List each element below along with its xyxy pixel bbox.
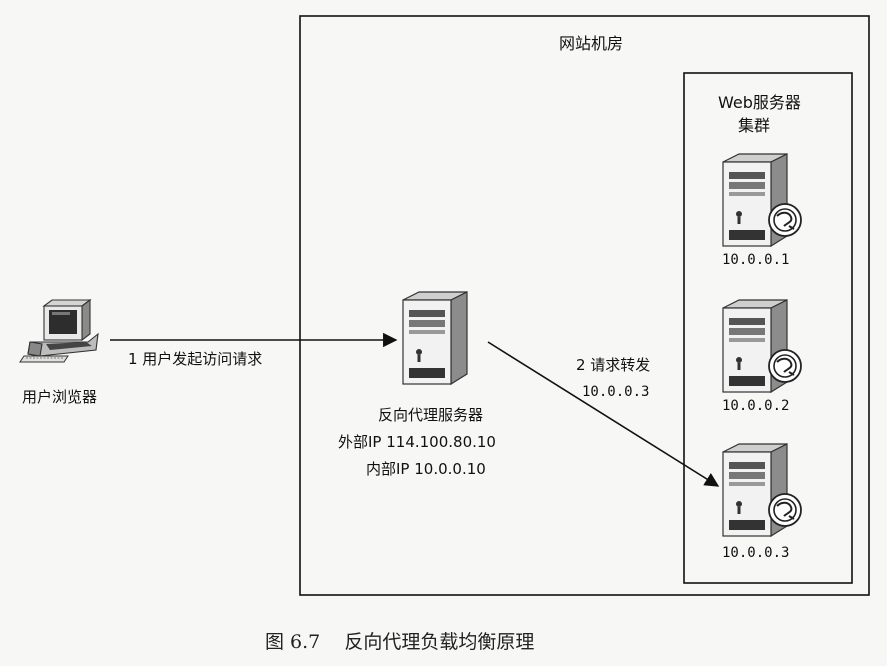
forward-label-line1: 2 请求转发 — [576, 356, 650, 374]
forward-arrow — [487, 341, 720, 487]
datacenter-boundary — [299, 15, 870, 596]
server-icon — [402, 291, 468, 385]
request-label: 1 用户发起访问请求 — [128, 350, 262, 368]
server-ip: 10.0.0.3 — [722, 545, 789, 561]
forward-label-line2: 10.0.0.3 — [582, 384, 649, 400]
proxy-label: 反向代理服务器 — [378, 406, 483, 424]
proxy-internal-ip: 内部IP 10.0.0.10 — [366, 460, 486, 478]
reverse-proxy-server: 反向代理服务器 外部IP 114.100.80.10 内部IP 10.0.0.1… — [338, 291, 496, 478]
server-ip: 10.0.0.1 — [722, 252, 789, 268]
web-server-1: 10.0.0.1 — [722, 153, 802, 268]
cluster-title-line2: 集群 — [738, 116, 770, 135]
web-server-2: 10.0.0.2 — [722, 299, 802, 414]
proxy-external-ip: 外部IP 114.100.80.10 — [338, 433, 496, 451]
cluster-title-line1: Web服务器 — [718, 93, 801, 112]
datacenter-title: 网站机房 — [559, 34, 623, 53]
client-browser: 用户浏览器 — [19, 299, 99, 406]
globe-icon — [768, 203, 802, 237]
globe-icon — [768, 493, 802, 527]
web-server-3: 10.0.0.3 — [722, 443, 802, 561]
globe-icon — [768, 349, 802, 383]
server-ip: 10.0.0.2 — [722, 398, 789, 414]
cluster-boundary — [683, 72, 853, 584]
client-label: 用户浏览器 — [22, 388, 97, 406]
computer-icon — [19, 299, 99, 363]
figure-caption: 图 6.7 反向代理负载均衡原理 — [265, 631, 534, 653]
